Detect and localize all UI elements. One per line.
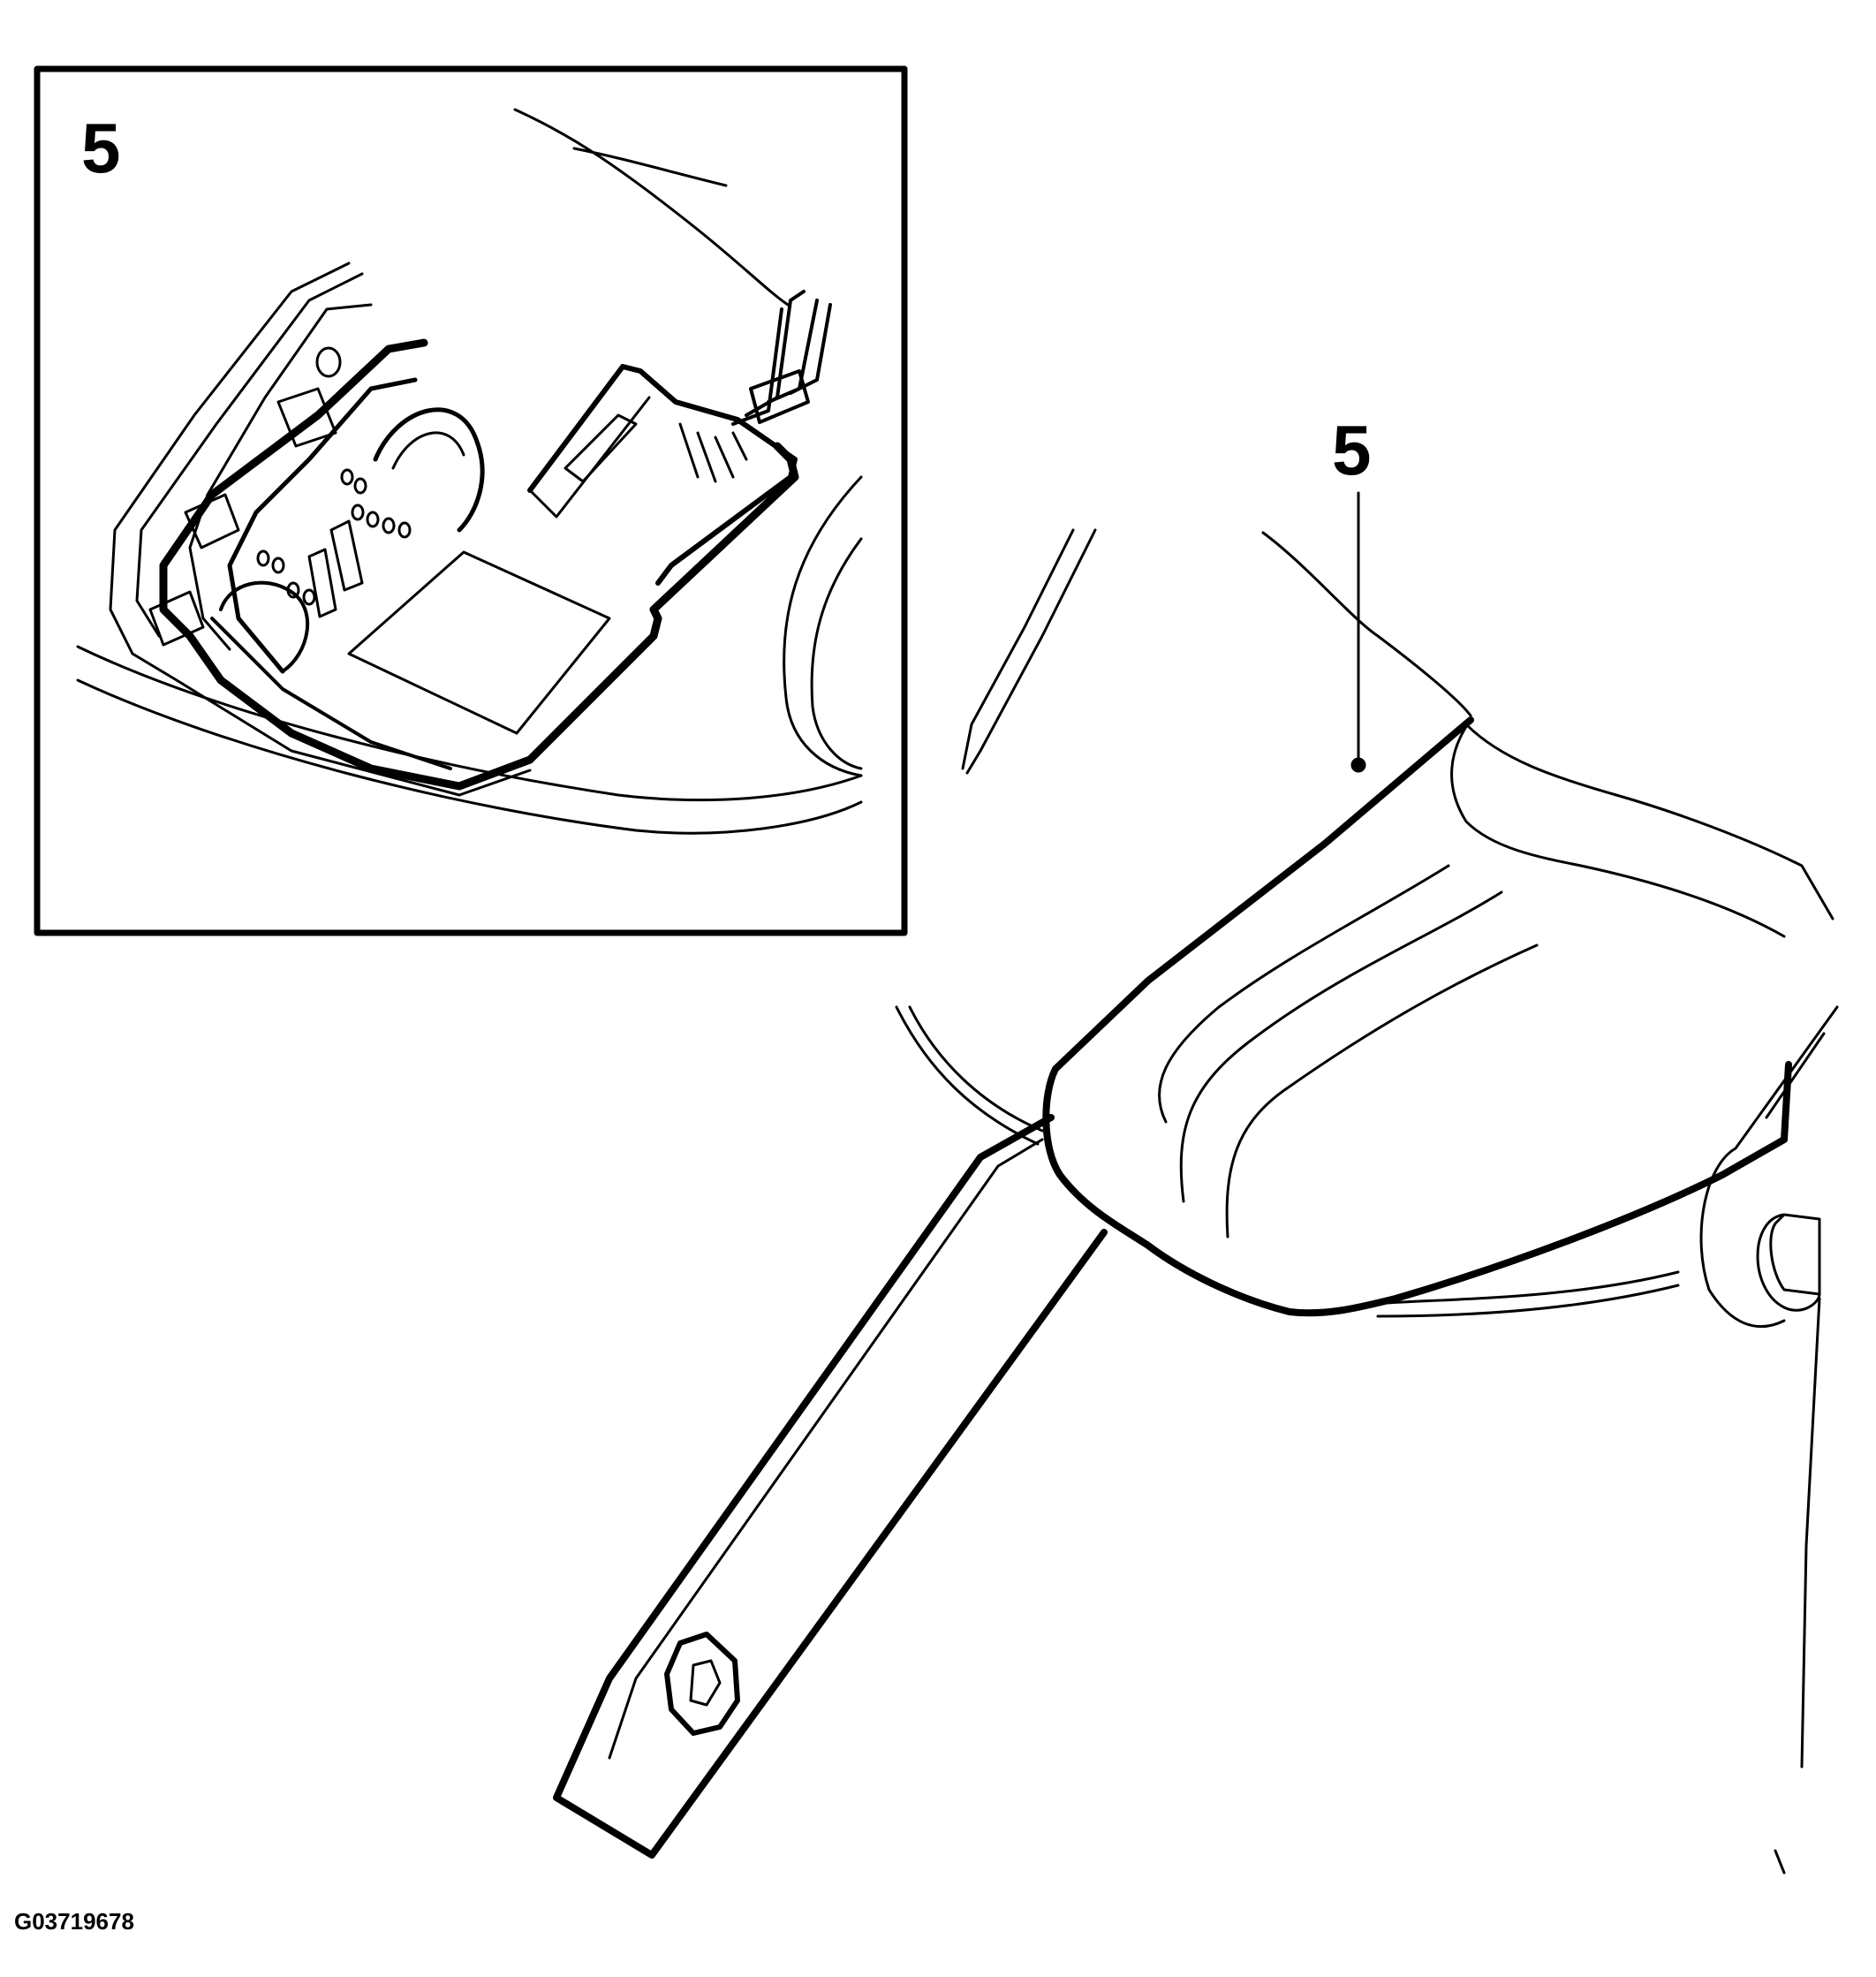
socket-arc-inner (391, 431, 465, 470)
support-leg-tail (1774, 1849, 1786, 1875)
inset-callout-label: 5 (81, 109, 121, 187)
pivot-bracket (1699, 1005, 1839, 1329)
surface-right-curve-2 (810, 537, 863, 770)
bracket-tab-lower (148, 590, 205, 647)
pedal-pad-inner-curve-3 (1225, 943, 1539, 1238)
floor-curve-left-2 (908, 1005, 1044, 1132)
pin-row-lower (256, 549, 316, 606)
surface-right-curve (783, 475, 863, 777)
socket-arc (373, 407, 485, 533)
pivot-bushing-outer (1756, 1213, 1821, 1312)
mounting-hole (315, 346, 342, 378)
module-label-panel (347, 550, 611, 735)
pin-row-middle (351, 504, 412, 539)
pivot-bushing (1769, 1213, 1821, 1296)
pedal-pad-inner-top (1450, 718, 1786, 938)
pedal-arm-hole (664, 1632, 740, 1736)
floor-curve-left (895, 1005, 1040, 1146)
callout-dot (1350, 757, 1366, 773)
support-leg (1800, 1297, 1821, 1769)
wire-clip (749, 369, 810, 424)
pedal-pad-bottom-2 (1376, 1284, 1680, 1318)
wire-harness (731, 290, 832, 426)
pedal-pad-outline (1042, 716, 1792, 1317)
detail-inset (34, 65, 908, 936)
trim-line-upper-left-2 (965, 528, 1097, 775)
housing-inner-wall (188, 303, 373, 651)
module-outline (159, 338, 799, 791)
pin-row-upper (340, 468, 367, 495)
latch-key-2 (307, 548, 337, 618)
housing-outer (109, 261, 532, 797)
module-lower-edge (210, 617, 452, 770)
housing-outer-2 (135, 272, 364, 638)
latch-key (329, 519, 364, 592)
module-inner-outline (227, 377, 418, 674)
main-view (553, 491, 1839, 1875)
pedal-arm-inner-edge (608, 1138, 1044, 1760)
pivot-bracket-2 (1765, 1032, 1826, 1119)
trim-line-upper-left (961, 528, 1075, 770)
surface-top-curve (513, 108, 790, 307)
pedal-pad-inner-curve-2 (1179, 890, 1503, 1203)
pedal-pad-inner-curve (1158, 864, 1450, 1124)
pedal-pad-bottom (1385, 1270, 1680, 1305)
background-surface-top (1261, 531, 1472, 717)
main-callout-label: 5 (1332, 411, 1372, 489)
background-surface-top-2 (1464, 723, 1834, 920)
figure-id: G03719678 (14, 1908, 134, 1935)
pedal-arm-hole-inner (689, 1659, 722, 1707)
connector-ribs (678, 422, 748, 483)
connector-block (527, 364, 798, 586)
connector-lock-tab (564, 413, 638, 483)
inset-frame (34, 65, 908, 936)
surface-top-curve-2 (572, 147, 728, 187)
socket-ring (219, 580, 310, 673)
connector-block-face (528, 396, 651, 519)
surface-bottom-curve-2 (76, 678, 863, 835)
surface-bottom-curve (76, 645, 863, 802)
pedal-arm (553, 1114, 1108, 1859)
